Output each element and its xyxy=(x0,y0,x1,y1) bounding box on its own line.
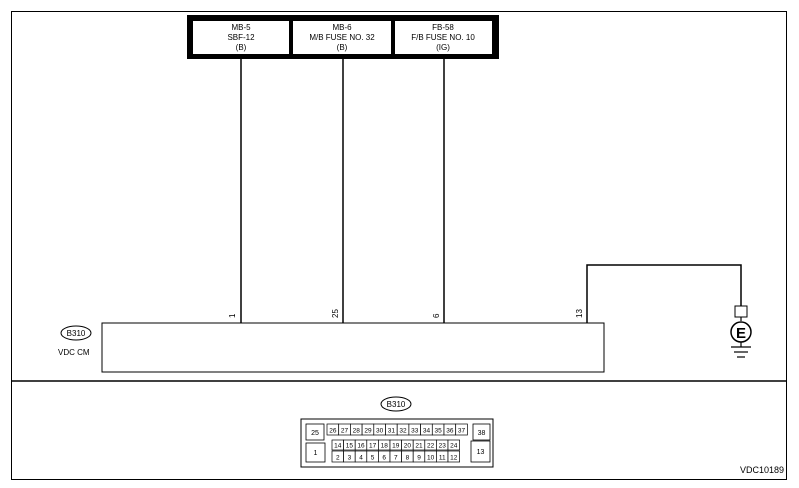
connector-pin-24-label: 24 xyxy=(450,443,458,450)
connector-pin-36-label: 36 xyxy=(446,428,454,435)
pin-label-1: 1 xyxy=(228,313,237,318)
connector-view-oval xyxy=(380,396,412,412)
connector-pin-16-label: 16 xyxy=(357,443,365,450)
fuse-2-line2: M/B FUSE NO. 32 xyxy=(309,33,375,42)
fuse-3-line3: (IG) xyxy=(436,43,450,52)
connector-pin-11-label: 11 xyxy=(439,455,446,462)
fuse-3-line2: F/B FUSE NO. 10 xyxy=(411,33,475,42)
pin-label-13: 13 xyxy=(575,309,584,318)
connector-pin-13 xyxy=(470,440,491,463)
connector-pin-9-label: 9 xyxy=(417,455,421,462)
connector-pin-38 xyxy=(472,423,491,441)
connector-pin-12-label: 12 xyxy=(450,455,458,462)
connector-pin-2-label: 2 xyxy=(336,455,340,462)
wire-pin-13-ground xyxy=(586,264,742,323)
connector-pin-30-label: 30 xyxy=(376,428,384,435)
connector-pin-1-label: 1 xyxy=(314,450,318,457)
ground-symbol-label: E xyxy=(736,325,746,342)
connector-pin-20-label: 20 xyxy=(404,443,412,450)
connector-pin-7-label: 7 xyxy=(394,455,398,462)
connector-pin-8-label: 8 xyxy=(406,455,410,462)
connector-pin-6-label: 6 xyxy=(382,455,386,462)
connector-pin-22-label: 22 xyxy=(427,443,435,450)
connector-pin-38-label: 38 xyxy=(478,430,486,437)
vdc-cm-box xyxy=(101,322,605,373)
connector-pin-26-label: 26 xyxy=(329,428,337,435)
connector-pin-3-label: 3 xyxy=(348,455,352,462)
connector-pin-33-label: 33 xyxy=(411,428,419,435)
fuse-3-line1: FB-58 xyxy=(432,23,454,32)
ground-terminal xyxy=(734,305,748,318)
connector-pin-31-label: 31 xyxy=(388,428,396,435)
connector-pin-1 xyxy=(305,442,326,463)
connector-pin-28-label: 28 xyxy=(353,428,361,435)
connector-pin-13-label: 13 xyxy=(477,449,485,456)
connector-pin-34-label: 34 xyxy=(423,428,431,435)
diagram-code: VDC10189 xyxy=(740,465,784,475)
connector-pin-23-label: 23 xyxy=(439,443,447,450)
connector-pin-5-label: 5 xyxy=(371,455,375,462)
pin-label-25: 25 xyxy=(331,309,340,318)
connector-view-label: B310 xyxy=(387,400,406,409)
fuse-1-line1: MB-5 xyxy=(231,23,251,32)
module-name: VDC CM xyxy=(58,348,90,357)
fuse-1-line3: (B) xyxy=(236,43,247,52)
connector-pin-12 xyxy=(447,450,460,463)
connector-pin-18-label: 18 xyxy=(381,443,389,450)
connector-pin-35-label: 35 xyxy=(435,428,443,435)
module-connector-label: B310 xyxy=(67,329,86,338)
fuse-box-3 xyxy=(395,21,492,54)
connector-pin-19-label: 19 xyxy=(392,443,400,450)
pin-label-6: 6 xyxy=(432,313,441,318)
fuse-2-line3: (B) xyxy=(337,43,348,52)
connector-pin-25-label: 25 xyxy=(311,430,319,437)
connector-pin-37-label: 37 xyxy=(458,428,466,435)
fuse-1-line2: SBF-12 xyxy=(227,33,255,42)
connector-pin-21-label: 21 xyxy=(415,443,423,450)
connector-pin-15-label: 15 xyxy=(346,443,354,450)
module-connector-oval xyxy=(60,325,92,341)
fuse-2-line1: MB-6 xyxy=(332,23,352,32)
connector-pin-4-label: 4 xyxy=(359,455,363,462)
connector-pin-10-label: 10 xyxy=(427,455,435,462)
connector-pin-17-label: 17 xyxy=(369,443,377,450)
fuse-box-1 xyxy=(193,21,289,54)
connector-pin-27-label: 27 xyxy=(341,428,349,435)
connector-pin-24 xyxy=(447,439,460,451)
connector-pin-14-label: 14 xyxy=(334,443,342,450)
fuse-box-2 xyxy=(293,21,391,54)
connector-pin-25 xyxy=(305,423,325,441)
connector-pin-32-label: 32 xyxy=(399,428,407,435)
connector-pin-37 xyxy=(455,423,468,436)
connector-pin-29-label: 29 xyxy=(364,428,372,435)
